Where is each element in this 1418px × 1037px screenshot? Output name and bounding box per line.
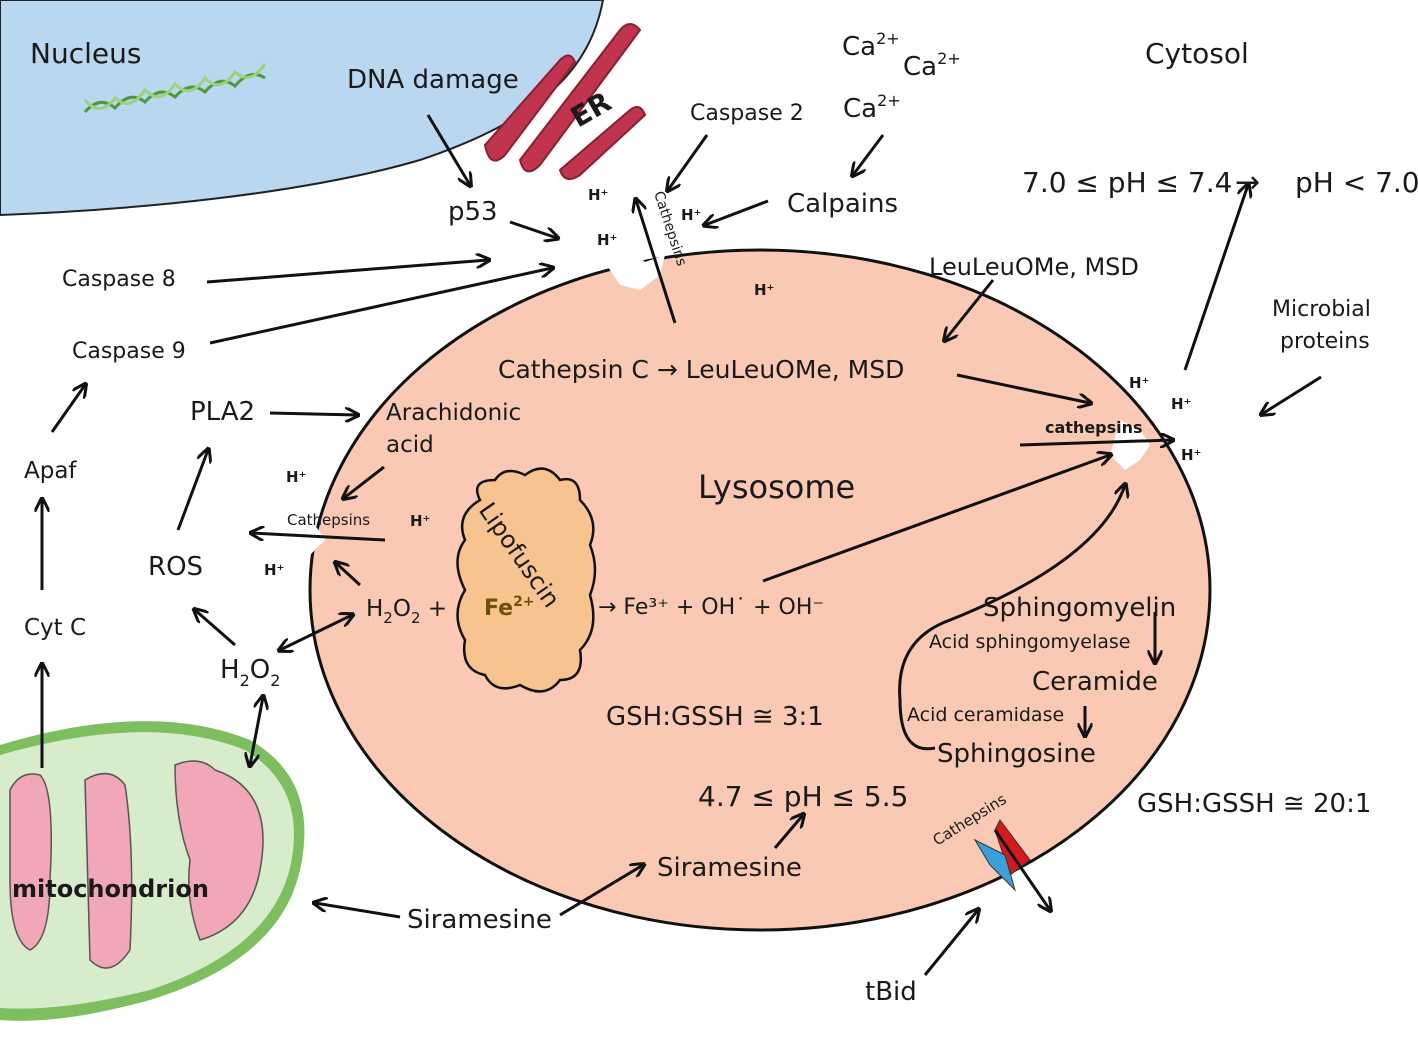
calcium-ion-2: Ca2+ — [903, 49, 961, 82]
lysosome-label: Lysosome — [698, 468, 855, 506]
caspase2-label: Caspase 2 — [690, 101, 804, 126]
proton-9: H⁺ — [1171, 395, 1191, 413]
ceramide-label: Ceramide — [1032, 667, 1158, 697]
proton-8: H⁺ — [1129, 374, 1149, 392]
fe2-label: Fe2+ — [484, 594, 535, 621]
pla2-label: PLA2 — [190, 397, 255, 427]
arrows — [42, 114, 1322, 976]
lipofuscin-shape — [456, 467, 597, 693]
cytc-label: Cyt C — [24, 615, 86, 641]
nucleus-label: Nucleus — [30, 37, 141, 70]
mitochondrion-label: mitochondrion — [12, 875, 209, 903]
p53-label: p53 — [448, 197, 498, 227]
proton-10: H⁺ — [1181, 446, 1201, 464]
mitochondrion-organelle — [0, 721, 305, 1021]
ph-low-label: pH < 7.0 — [1295, 166, 1418, 199]
rupture-top — [600, 248, 665, 290]
ros-label: ROS — [148, 552, 203, 582]
cathepsin-c-label: Cathepsin C → LeuLeuOMe, MSD — [498, 355, 904, 384]
calcium-ion-1: Ca2+ — [842, 29, 900, 62]
rupture-left — [295, 500, 325, 560]
ph-arrow: → — [1235, 165, 1260, 200]
acid-label: acid — [386, 432, 434, 458]
proton-2: H⁺ — [597, 231, 617, 249]
siramesine-outer-label: Siramesine — [407, 905, 552, 935]
proton-3: H⁺ — [681, 206, 701, 224]
leuleuome-msd-out-label: LeuLeuOMe, MSD — [929, 253, 1139, 281]
dna-damage-label: DNA damage — [347, 65, 519, 95]
proton-1: H⁺ — [588, 186, 608, 204]
lysosome-shape — [308, 248, 1212, 932]
gsh-cytosol-label: GSH:GSSH ≅ 20:1 — [1137, 789, 1371, 819]
bax-channel — [973, 838, 1017, 892]
cytosol-label: Cytosol — [1145, 37, 1249, 70]
sphingosine-loop-arrow — [898, 485, 1125, 751]
acid-sphingomyelase-label: Acid sphingomyelase — [929, 631, 1130, 653]
cathepsins-left-label: Cathepsins — [287, 511, 370, 529]
fenton-reaction-label: → Fe³⁺ + OH˙ + OH⁻ — [598, 595, 824, 620]
er-organelle — [483, 23, 647, 180]
tbid-label: tBid — [865, 977, 917, 1007]
sphingomyelin-label: Sphingomyelin — [983, 593, 1176, 623]
apaf-label: Apaf — [24, 458, 77, 484]
h2o2-inner-label: H2O2 + — [366, 596, 447, 627]
calcium-ion-3: Ca2+ — [843, 91, 901, 124]
h2o2-outer-label: H2O2 — [220, 655, 280, 690]
proteins-label: proteins — [1280, 329, 1370, 354]
nucleus-shape — [0, 0, 605, 217]
cathepsins-right-label: cathepsins — [1045, 418, 1143, 437]
rupture-right — [1110, 420, 1150, 470]
gsh-lysosome-label: GSH:GSSH ≅ 3:1 — [606, 702, 824, 732]
proton-5: H⁺ — [286, 468, 306, 486]
caspase8-label: Caspase 8 — [62, 267, 176, 292]
siramesine-inner-label: Siramesine — [657, 853, 802, 883]
acid-ceramidase-label: Acid ceramidase — [907, 704, 1064, 726]
proton-7: H⁺ — [264, 561, 284, 579]
proton-4: H⁺ — [754, 281, 774, 299]
sphingosine-label: Sphingosine — [937, 739, 1096, 769]
microbial-label: Microbial — [1272, 297, 1371, 322]
calpains-label: Calpains — [787, 189, 898, 219]
ph-lysosome-label: 4.7 ≤ pH ≤ 5.5 — [698, 780, 908, 813]
caspase9-label: Caspase 9 — [72, 339, 186, 364]
arachidonic-label: Arachidonic — [386, 400, 521, 426]
dna-helix-icon — [83, 63, 267, 114]
proton-6: H⁺ — [410, 512, 430, 530]
ph-cytosol-label: 7.0 ≤ pH ≤ 7.4 — [1022, 166, 1232, 199]
